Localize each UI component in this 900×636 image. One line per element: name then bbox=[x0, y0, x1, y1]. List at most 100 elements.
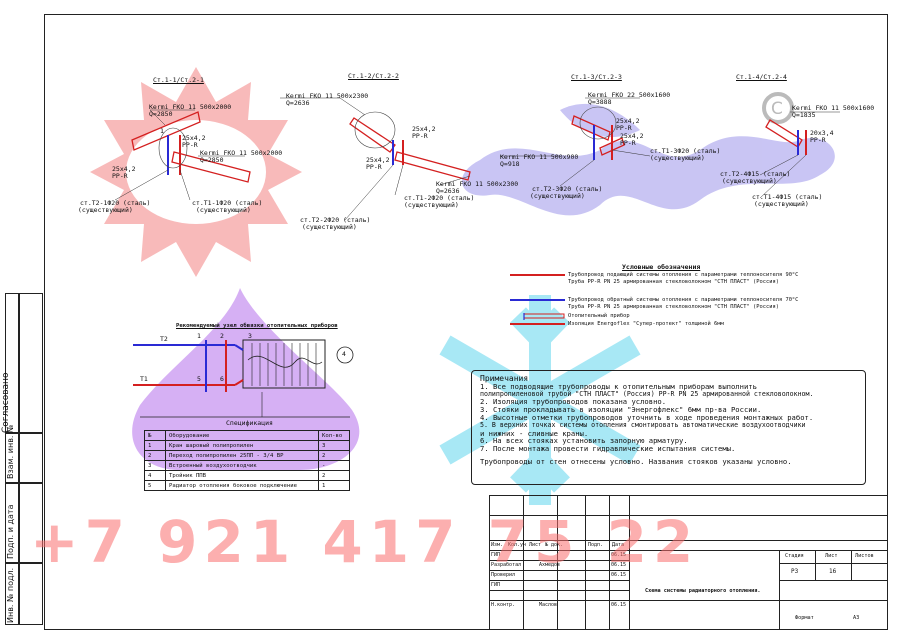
stamp-cell bbox=[5, 563, 19, 625]
table-cell: 5 bbox=[144, 480, 166, 491]
table-cell: 3 bbox=[144, 460, 166, 471]
tb-header-doc: № док. bbox=[545, 542, 564, 548]
connection-detail-drawing bbox=[133, 339, 354, 418]
riser-4-riser-a: ст.Т2-4Ф15 (сталь) bbox=[720, 170, 791, 178]
title-block-divider bbox=[815, 550, 816, 580]
riser-1-q1: Q=2850 bbox=[149, 110, 173, 118]
table-cell: 1 bbox=[144, 440, 166, 451]
riser-1-pipe-b-mat: PP-R bbox=[112, 172, 128, 180]
tb-sheets-header: Листов bbox=[855, 553, 874, 559]
riser-1-pipe-a-mat: PP-R bbox=[182, 141, 198, 149]
tb-date: 06.15 bbox=[611, 572, 627, 578]
tb-name: Ахмедов bbox=[539, 562, 561, 568]
notes-line: 5. В верхних точках системы отопления см… bbox=[480, 420, 806, 429]
riser-4-title: Ст.1-4/Ст.2-4 bbox=[736, 73, 787, 81]
notes-line: 2. Изоляция трубопроводов показана услов… bbox=[480, 397, 667, 407]
riser-1-radiator-2: Kermi FKO 11 500х2000 bbox=[200, 149, 283, 157]
riser-3-pipe-a: 25х4,2 bbox=[616, 117, 640, 125]
stamp-cell bbox=[5, 293, 19, 433]
riser-4-radiators bbox=[765, 119, 807, 155]
riser-4-riser-b-note: (существующий) bbox=[754, 200, 809, 208]
riser-3-pipe-a-mat: PP-R bbox=[616, 124, 632, 132]
riser-2-riser-a: ст.Т1-2Ф20 (сталь) bbox=[404, 194, 475, 202]
title-block-divider bbox=[585, 495, 586, 630]
connection-mark-1: 1 bbox=[197, 332, 201, 340]
stamp-cell bbox=[19, 293, 43, 433]
connection-mark-4: 4 bbox=[342, 350, 346, 358]
title-block-divider bbox=[489, 550, 888, 551]
notes-box: Примечания 1. Все подводящие трубопровод… bbox=[471, 370, 866, 485]
riser-2-pipe-a-mat: PP-R bbox=[412, 132, 428, 140]
title-block-divider bbox=[489, 570, 629, 571]
table-cell: Тройник ППВ bbox=[165, 470, 319, 481]
title-block-divider bbox=[489, 540, 888, 541]
title-block-divider bbox=[523, 495, 524, 630]
title-block-divider bbox=[779, 550, 780, 630]
notes-line: и нижних - сливные краны. bbox=[480, 428, 589, 438]
notes-line: 4. Высотные отметки трубопроводов уточни… bbox=[480, 412, 814, 422]
snowflake-watermark-icon bbox=[439, 295, 641, 505]
tb-role: Разработал bbox=[491, 562, 522, 568]
riser-2-pipe-a: 25х4,2 bbox=[412, 125, 436, 133]
riser-3-radiator-1: Kermi FKO 22 500х1600 bbox=[588, 91, 671, 99]
riser-4-q1: Q=1835 bbox=[792, 111, 816, 119]
riser-4-radiator-1: Kermi FKO 11 500х1600 bbox=[792, 104, 875, 112]
connection-mark-6: 6 bbox=[220, 375, 224, 383]
legend-radiator: Отопительный прибор bbox=[568, 313, 630, 319]
riser-3-radiator-2: Kermi FKO 11 500х900 bbox=[500, 153, 579, 161]
notes-line: 3. Стояки прокладывать в изоляции "Энерг… bbox=[480, 405, 762, 415]
tb-stage-header: Стадия bbox=[785, 553, 804, 559]
tb-sheet-header: Лист bbox=[825, 553, 838, 559]
stamp-cell bbox=[5, 433, 19, 483]
title-block-divider bbox=[489, 600, 888, 601]
tb-drawing-title: Схема системы радиаторного отопления. bbox=[645, 588, 761, 594]
table-cell: 2 bbox=[318, 470, 350, 481]
table-cell: 2 bbox=[318, 450, 350, 461]
notes-line: 1. Все подводящие трубопроводы к отопите… bbox=[480, 381, 757, 391]
riser-4-riser-b: ст.Т1-4Ф15 (сталь) bbox=[752, 193, 823, 201]
tb-header-izm: Изм. bbox=[491, 542, 504, 548]
tb-header-date: Дата bbox=[612, 542, 625, 548]
sun-watermark-icon bbox=[90, 67, 302, 277]
table-cell: 3 bbox=[318, 440, 350, 451]
riser-3-riser-a: ст.Т1-3Ф20 (сталь) bbox=[650, 147, 721, 155]
riser-3-riser-a-note: (существующий) bbox=[650, 154, 705, 162]
connection-title: Рекомендуемый узел обвязки отопительных … bbox=[176, 323, 338, 329]
legend-insulation: Изоляция Energoflex "Супер-протект" толщ… bbox=[568, 321, 724, 327]
title-block-divider bbox=[489, 515, 888, 516]
stamp-cell bbox=[19, 483, 43, 563]
riser-2-radiator-1: Kermi FKO 11 500х2300 bbox=[286, 92, 369, 100]
tb-role: ГИП bbox=[491, 552, 501, 558]
riser-1-q2: Q=2850 bbox=[200, 156, 224, 164]
tb-format: А3 bbox=[853, 615, 860, 621]
riser-1-riser-a: ст.Т2-1Ф20 (сталь) bbox=[80, 199, 151, 207]
drawing-frame bbox=[44, 14, 888, 630]
title-block-border bbox=[489, 495, 888, 630]
riser-3-q2: Q=918 bbox=[500, 160, 520, 168]
tb-date: 06.15 bbox=[611, 562, 627, 568]
connection-mark-2: 2 bbox=[220, 332, 224, 340]
tb-name: Маслов bbox=[539, 602, 558, 608]
title-block-divider bbox=[629, 495, 630, 630]
notes-footer: Трубопроводы от стен отнесены условно. Н… bbox=[480, 456, 792, 466]
spec-header-cell: № bbox=[144, 430, 166, 441]
spec-header-cell: Оборудование bbox=[165, 430, 319, 441]
tb-header-sign: Подп. bbox=[588, 542, 604, 548]
riser-2-pipe-b-mat: PP-R bbox=[366, 163, 382, 171]
stamp-cell bbox=[19, 563, 43, 625]
side-stamp: Согласовано Взам. инв. № Подп. и дата Ин… bbox=[1, 293, 43, 625]
title-block-divider bbox=[609, 495, 610, 630]
drop-watermark-icon bbox=[132, 288, 360, 470]
tb-date: 06.15 bbox=[611, 552, 627, 558]
riser-4-riser-a-note: (существующий) bbox=[722, 177, 777, 185]
legend-return-line-2: Труба PP-R PN 25 армированная стекловоло… bbox=[568, 304, 779, 310]
riser-2-q2: Q=2636 bbox=[436, 187, 460, 195]
riser-1-pipe-a: 25х4,2 bbox=[182, 134, 206, 142]
legend-supply-line-2: Труба PP-R PN 25 армированная стекловоло… bbox=[568, 279, 779, 285]
tb-date: 06.15 bbox=[611, 602, 627, 608]
